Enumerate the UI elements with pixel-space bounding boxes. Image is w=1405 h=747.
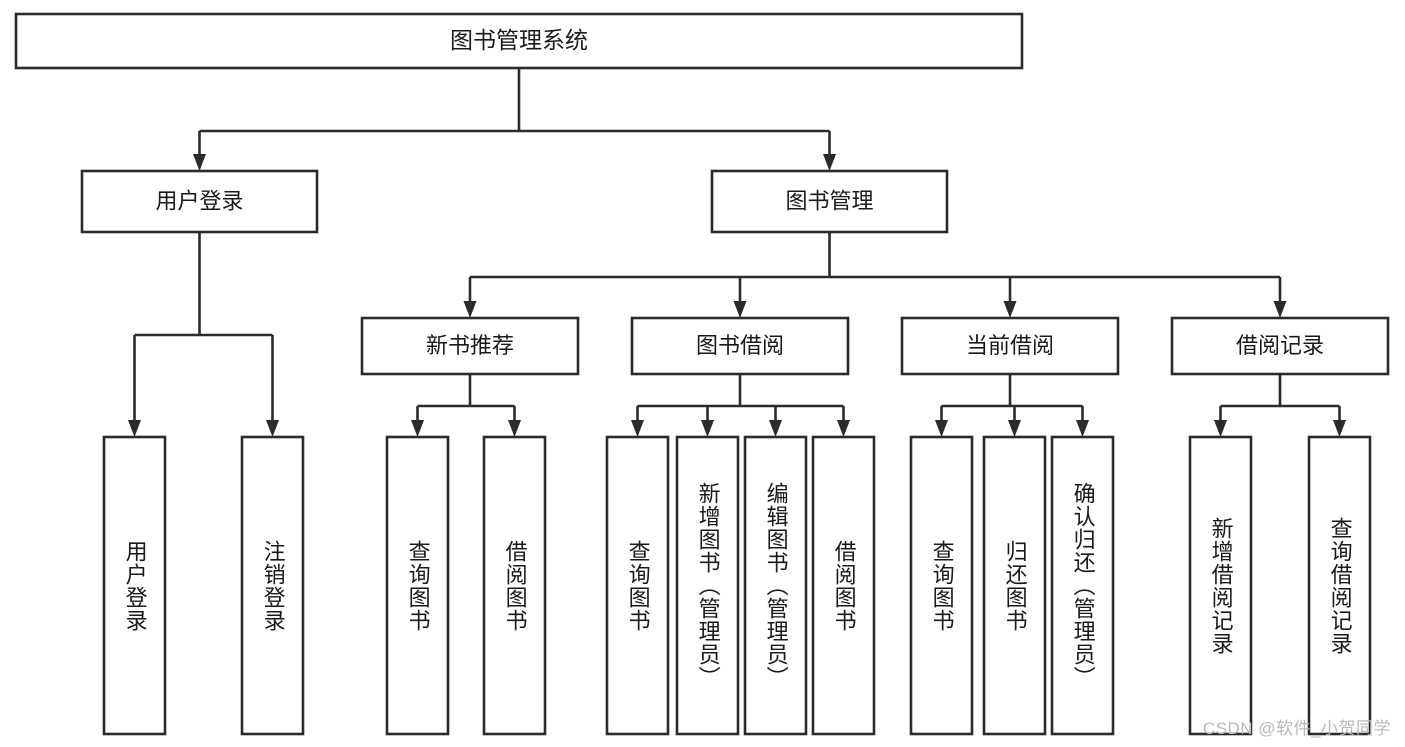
node-box-leaf-borrow-book[interactable] bbox=[811, 435, 876, 736]
node-box-leaf-query-borrow-record[interactable] bbox=[1307, 435, 1372, 736]
arrow-head-icon bbox=[1008, 420, 1021, 437]
node-label-current-borrow: 当前借阅 bbox=[966, 333, 1054, 358]
connector-group-user-login bbox=[128, 232, 279, 437]
node-box-leaf-add-borrow-record[interactable] bbox=[1188, 435, 1253, 736]
arrow-head-icon bbox=[837, 420, 850, 437]
arrow-head-icon bbox=[463, 301, 477, 318]
node-label-book-manage: 图书管理 bbox=[785, 188, 873, 213]
connector-group-root bbox=[193, 68, 836, 171]
arrow-head-icon bbox=[1273, 301, 1287, 318]
node-box-leaf-add-book[interactable] bbox=[675, 435, 740, 736]
connector-group-book-manage bbox=[463, 232, 1287, 318]
node-box-leaf-user-login[interactable] bbox=[102, 435, 167, 736]
node-box-book-manage[interactable] bbox=[710, 169, 949, 234]
arrow-head-icon bbox=[701, 420, 714, 437]
node-box-leaf-confirm-return[interactable] bbox=[1050, 435, 1115, 736]
node-box-user-login[interactable] bbox=[80, 169, 319, 234]
node-box-borrow-record[interactable] bbox=[1170, 316, 1390, 376]
node-box-current-borrow[interactable] bbox=[900, 316, 1120, 376]
connector-group-new-book-recommend bbox=[411, 374, 521, 437]
node-box-root[interactable] bbox=[14, 12, 1024, 70]
arrow-head-icon bbox=[128, 420, 141, 437]
node-box-leaf-logout-login[interactable] bbox=[240, 435, 305, 736]
arrow-head-icon bbox=[631, 420, 644, 437]
node-box-leaf-edit-book[interactable] bbox=[743, 435, 808, 736]
arrow-head-icon bbox=[1214, 420, 1227, 437]
node-box-book-borrow[interactable] bbox=[630, 316, 850, 376]
node-box-new-book-recommend[interactable] bbox=[360, 316, 580, 376]
connector-group-current-borrow bbox=[935, 374, 1089, 437]
arrow-head-icon bbox=[266, 420, 279, 437]
node-box-leaf-query-book-rec[interactable] bbox=[385, 435, 450, 736]
node-label-book-borrow: 图书借阅 bbox=[696, 333, 784, 358]
arrow-head-icon bbox=[193, 154, 206, 171]
arrow-head-icon bbox=[508, 420, 521, 437]
arrow-head-icon bbox=[769, 420, 782, 437]
arrow-head-icon bbox=[1076, 420, 1089, 437]
arrow-head-icon bbox=[411, 420, 424, 437]
arrow-head-icon bbox=[823, 154, 836, 171]
watermark: CSDN @软件_小贺同学 bbox=[1202, 719, 1391, 738]
connector-group-borrow-record bbox=[1214, 374, 1346, 437]
node-layer bbox=[14, 12, 1390, 736]
arrow-head-icon bbox=[1333, 420, 1346, 437]
node-box-leaf-query-book-borrow[interactable] bbox=[605, 435, 670, 736]
connector-group-book-borrow bbox=[631, 374, 850, 437]
node-label-user-login: 用户登录 bbox=[155, 188, 243, 213]
node-label-borrow-record: 借阅记录 bbox=[1236, 333, 1324, 358]
arrow-head-icon bbox=[1003, 301, 1017, 318]
node-box-leaf-borrow-book-rec[interactable] bbox=[482, 435, 547, 736]
connector-layer bbox=[128, 68, 1346, 437]
arrow-head-icon bbox=[935, 420, 948, 437]
node-box-leaf-return-book[interactable] bbox=[982, 435, 1047, 736]
arrow-head-icon bbox=[733, 301, 747, 318]
node-label-root: 图书管理系统 bbox=[450, 27, 588, 53]
node-box-leaf-query-book-current[interactable] bbox=[909, 435, 974, 736]
node-label-new-book-recommend: 新书推荐 bbox=[426, 333, 514, 358]
